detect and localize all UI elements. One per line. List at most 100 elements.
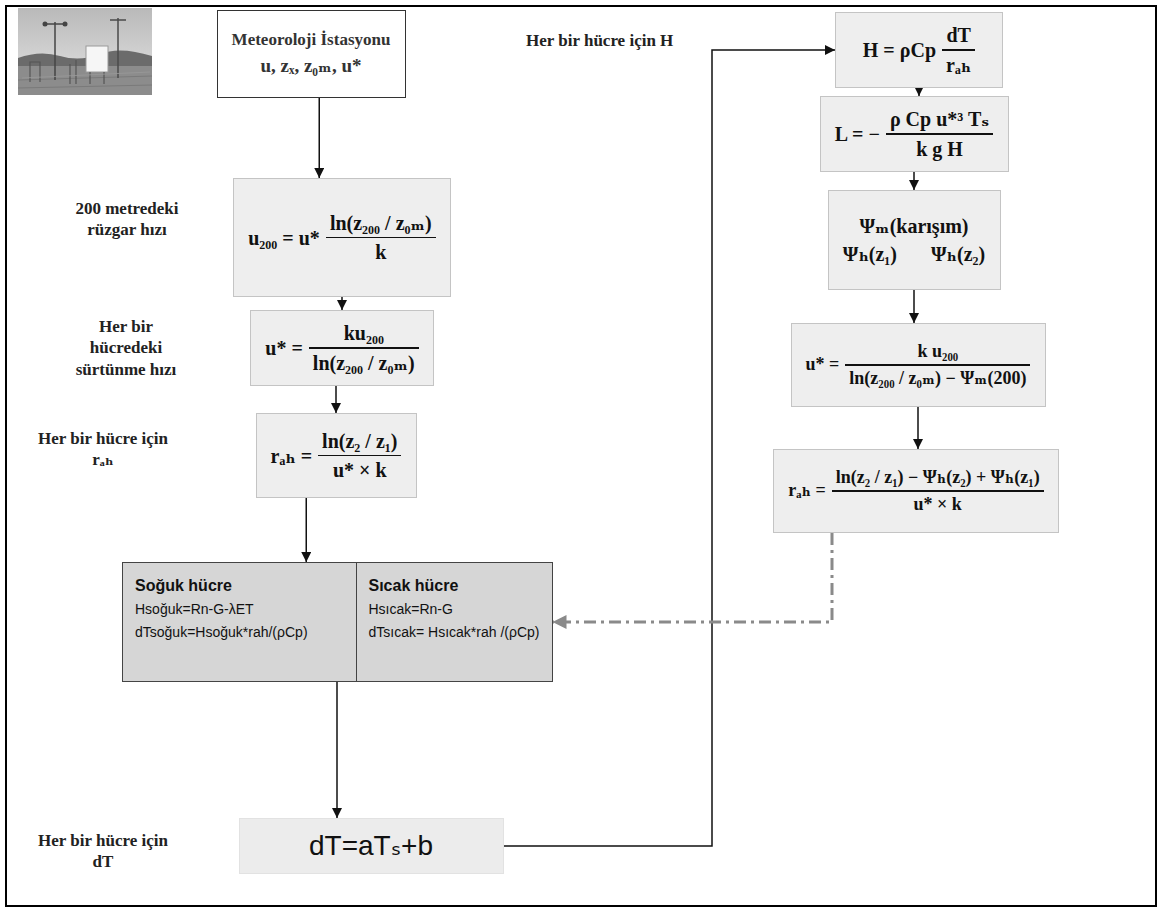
photo-posts bbox=[30, 60, 76, 84]
fraction: ln(z₂ / z₁) u* × k bbox=[318, 429, 401, 483]
fraction: ρ Cp u*³ Tₛ k g H bbox=[886, 107, 993, 161]
formula-num: ln(z₂ / z₁) bbox=[318, 429, 401, 453]
photo-screen bbox=[86, 46, 108, 72]
node-text: u* = bbox=[806, 354, 840, 376]
formula-den: u* × k bbox=[910, 494, 966, 516]
flow-arrow bbox=[918, 88, 920, 96]
photo-grass-lines bbox=[18, 76, 152, 88]
text-row: rₐₕ =ln(z₂ / z₁) u* × k bbox=[271, 429, 402, 483]
formula-box: H = ρCpdT rₐₕ bbox=[835, 12, 1003, 88]
text-row: Ψₘ(karışım) bbox=[859, 214, 968, 238]
photo-mast bbox=[117, 18, 119, 78]
formula-den: ln(z₂₀₀ / z₀ₘ) bbox=[309, 351, 419, 375]
flow-arrow bbox=[319, 98, 321, 178]
text-row: u, zₓ, z₀ₘ, u* bbox=[261, 55, 362, 78]
formula-den: u* × k bbox=[329, 458, 391, 482]
flow-arrow bbox=[335, 386, 337, 413]
formula-den: rₐₕ bbox=[942, 53, 975, 77]
node-text: dTsıcak= Hsıcak*rah /(ρCp) bbox=[369, 624, 540, 641]
cold-cell-box: Soğuk hücreHsoğuk=Rn-G-λET dTsoğuk=Hsoğuk… bbox=[122, 562, 357, 682]
fraction-bar bbox=[886, 133, 993, 135]
fraction: ln(z₂₀₀ / z₀ₘ) k bbox=[326, 211, 436, 265]
fraction-bar bbox=[326, 237, 436, 239]
step-label: Her bir hücre için dT bbox=[38, 830, 168, 873]
text-row: rₐₕ = ln(z₂ / z₁) − Ψₕ(z₂) + Ψₕ(z₁) u* × k bbox=[788, 467, 1043, 516]
text-row: dTsıcak= Hsıcak*rah /(ρCp) bbox=[369, 624, 540, 641]
station-photo bbox=[18, 8, 152, 95]
text-row: dTsoğuk=Hsoğuk*rah/(ρCp) bbox=[135, 624, 308, 641]
text-row: u₂₀₀ = u*ln(z₂₀₀ / z₀ₘ) k bbox=[248, 211, 436, 265]
formula-num: ln(z₂ / z₁) − Ψₕ(z₂) + Ψₕ(z₁) bbox=[832, 467, 1044, 489]
formula-box: u* = ku₂₀₀ ln(z₂₀₀ / z₀ₘ) bbox=[250, 310, 434, 386]
formula-num: dT bbox=[942, 23, 974, 47]
fraction: dT rₐₕ bbox=[942, 23, 975, 77]
node-text: Ψₘ(karışım) bbox=[859, 214, 968, 238]
formula-num: ln(z₂₀₀ / z₀ₘ) bbox=[326, 211, 436, 235]
flow-arrow bbox=[336, 682, 338, 818]
feedback-arrow bbox=[553, 533, 833, 622]
photo-cup bbox=[63, 22, 68, 27]
formula-num: ρ Cp u*³ Tₛ bbox=[886, 107, 993, 131]
node-text: Hsoğuk=Rn-G-λET bbox=[135, 601, 254, 618]
flow-arrow bbox=[504, 50, 836, 846]
formula-box: Ψₘ(karışım) Ψₕ(z₁) Ψₕ(z₂) bbox=[828, 190, 1001, 290]
fraction-bar bbox=[318, 455, 401, 457]
node-text: Meteoroloji İstasyonu bbox=[232, 30, 391, 50]
text-row: Hsıcak=Rn-G bbox=[369, 601, 453, 618]
text-row: Hsoğuk=Rn-G-λET bbox=[135, 601, 254, 618]
hot-cell-box: Sıcak hücreHsıcak=Rn-G dTsıcak= Hsıcak*ra… bbox=[356, 562, 553, 682]
photo-leg bbox=[89, 72, 90, 84]
formula-num: ku₂₀₀ bbox=[340, 321, 388, 345]
formula-box: dT=aTₛ+b bbox=[239, 818, 504, 874]
formula-box: L = −ρ Cp u*³ Tₛ k g H bbox=[820, 96, 1009, 172]
node-text: dT=aTₛ+b bbox=[309, 829, 433, 863]
photo-anemometer bbox=[45, 23, 65, 25]
step-label: Her bir hücre için rₐₕ bbox=[38, 428, 168, 471]
node-text: H = ρCp bbox=[863, 38, 936, 62]
node-text: L = − bbox=[835, 122, 880, 146]
node-text: u* = bbox=[265, 336, 303, 360]
node-text: Ψₕ(z₁) bbox=[843, 242, 897, 266]
photo-fence bbox=[22, 72, 150, 78]
flow-arrow bbox=[306, 498, 308, 562]
text-row: Soğuk hücre bbox=[135, 576, 232, 595]
formula-box: u₂₀₀ = u*ln(z₂₀₀ / z₀ₘ) k bbox=[233, 178, 451, 297]
node-text: u₂₀₀ = u* bbox=[248, 226, 320, 250]
node-text: rₐₕ = bbox=[788, 480, 825, 502]
text-row: u* = k u₂₀₀ ln(z₂₀₀ / z₀ₘ) − Ψₘ(200) bbox=[806, 341, 1031, 390]
formula-box: u* = k u₂₀₀ ln(z₂₀₀ / z₀ₘ) − Ψₘ(200) bbox=[791, 323, 1046, 407]
text-row: L = −ρ Cp u*³ Tₛ k g H bbox=[835, 107, 993, 161]
photo-mast bbox=[54, 22, 56, 80]
text-row: Ψₕ(z₁) Ψₕ(z₂) bbox=[843, 242, 985, 266]
flow-arrow bbox=[917, 407, 919, 449]
formula-den: k g H bbox=[912, 137, 967, 161]
fraction-bar bbox=[832, 490, 1044, 492]
text-row: u* = ku₂₀₀ ln(z₂₀₀ / z₀ₘ) bbox=[265, 321, 418, 375]
station-box: Meteoroloji İstasyonu u, zₓ, z₀ₘ, u* bbox=[217, 10, 406, 98]
fraction: ku₂₀₀ ln(z₂₀₀ / z₀ₘ) bbox=[309, 321, 419, 375]
formula-box: rₐₕ = ln(z₂ / z₁) − Ψₕ(z₂) + Ψₕ(z₁) u* × k bbox=[773, 449, 1059, 533]
formula-num: k u₂₀₀ bbox=[914, 341, 963, 363]
outer-frame bbox=[6, 6, 1156, 906]
fraction-bar bbox=[845, 364, 1030, 366]
photo-cup bbox=[43, 22, 48, 27]
text-row: Meteoroloji İstasyonu bbox=[232, 30, 391, 50]
node-text: dTsoğuk=Hsoğuk*rah/(ρCp) bbox=[135, 624, 308, 641]
flow-arrow bbox=[913, 172, 915, 190]
photo-vane bbox=[110, 19, 126, 21]
formula-den: ln(z₂₀₀ / z₀ₘ) − Ψₘ(200) bbox=[845, 368, 1030, 390]
fraction: ln(z₂ / z₁) − Ψₕ(z₂) + Ψₕ(z₁) u* × k bbox=[832, 467, 1044, 516]
photo-trees bbox=[18, 50, 152, 68]
node-text: Soğuk hücre bbox=[135, 576, 232, 595]
photo-grass bbox=[18, 66, 152, 95]
text-row: dT=aTₛ+b bbox=[309, 829, 433, 863]
flow-arrow bbox=[341, 297, 343, 310]
node-text: Sıcak hücre bbox=[369, 576, 459, 595]
text-row: Sıcak hücre bbox=[369, 576, 459, 595]
formula-den: k bbox=[371, 240, 390, 264]
node-text: rₐₕ = bbox=[271, 444, 313, 468]
fraction-bar bbox=[942, 49, 975, 51]
text-row: H = ρCpdT rₐₕ bbox=[863, 23, 975, 77]
node-text: Ψₕ(z₂) bbox=[931, 242, 985, 266]
